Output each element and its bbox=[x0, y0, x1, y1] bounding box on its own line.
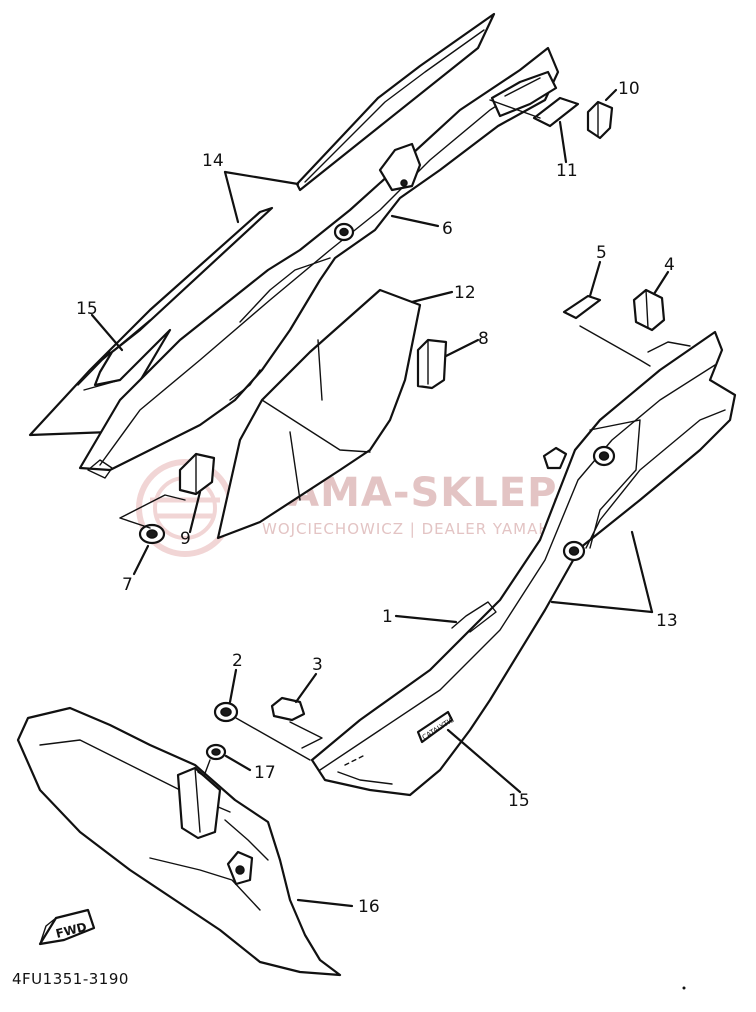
callout-labels: 10 14 11 6 5 4 12 15 8 9 7 1 13 2 3 17 1… bbox=[76, 79, 678, 917]
diagram-code: 4FU1351-3190 bbox=[12, 970, 129, 988]
callout-11: 11 bbox=[556, 161, 578, 181]
callout-8: 8 bbox=[478, 329, 489, 349]
callout-13: 13 bbox=[656, 611, 678, 631]
block-3 bbox=[270, 696, 323, 749]
side-panel-12 bbox=[216, 288, 422, 540]
grommet-7 bbox=[119, 494, 186, 545]
sticker-5 bbox=[562, 294, 651, 367]
callout-7: 7 bbox=[122, 575, 133, 595]
callout-17: 17 bbox=[254, 763, 276, 783]
callout-14: 14 bbox=[202, 151, 224, 171]
callout-5: 5 bbox=[596, 243, 607, 263]
callout-2: 2 bbox=[232, 651, 243, 671]
callout-4: 4 bbox=[664, 255, 675, 275]
callout-3: 3 bbox=[312, 655, 323, 675]
callout-15-lower: 15 bbox=[508, 791, 530, 811]
callout-16: 16 bbox=[358, 897, 380, 917]
callout-9: 9 bbox=[180, 529, 191, 549]
leader-lines bbox=[90, 88, 670, 908]
sticker-11 bbox=[489, 96, 580, 128]
callout-10: 10 bbox=[618, 79, 640, 99]
block-10 bbox=[586, 100, 614, 140]
block-4 bbox=[632, 288, 691, 353]
callout-15-upper: 15 bbox=[76, 299, 98, 319]
clip-17 bbox=[197, 743, 227, 777]
watermark-subtitle: WOJCIECHOWICZ | DEALER YAMAHA bbox=[262, 520, 562, 538]
side-cover-right: CATALYTIC bbox=[310, 330, 737, 797]
block-8 bbox=[416, 338, 448, 390]
block-9 bbox=[178, 452, 216, 496]
callout-6: 6 bbox=[442, 219, 453, 239]
callout-12: 12 bbox=[454, 283, 476, 303]
callout-1: 1 bbox=[382, 607, 393, 627]
side-cover-upper bbox=[28, 12, 560, 479]
grommet-2 bbox=[213, 701, 311, 761]
side-cover-lower bbox=[16, 706, 342, 977]
fwd-arrow-icon: FWD bbox=[38, 908, 96, 946]
